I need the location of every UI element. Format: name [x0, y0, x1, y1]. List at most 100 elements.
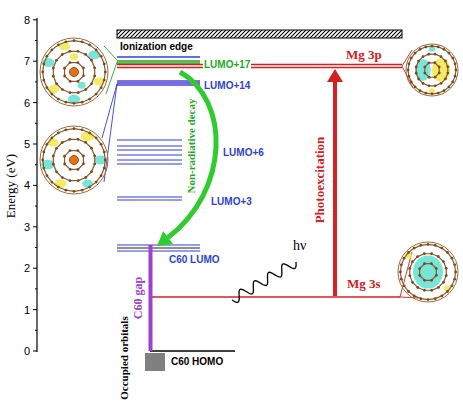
ionization-edge-bar [117, 30, 402, 38]
cage-atom [46, 174, 49, 177]
cage-atom [410, 81, 413, 84]
cage-atom [63, 163, 66, 166]
tick-label: 1 [23, 304, 31, 316]
cage-atom [41, 71, 44, 74]
energy-level [117, 64, 402, 66]
cage-atom [455, 69, 458, 72]
tick-label: 4 [23, 179, 31, 191]
cage-ring [53, 51, 94, 92]
cage-atom [431, 93, 434, 96]
energy-level [117, 199, 182, 200]
cage-atom [399, 271, 402, 274]
cage-atom [50, 48, 53, 51]
cage-ring [416, 54, 448, 86]
cage-atom [413, 295, 416, 298]
cage-ring [43, 41, 106, 104]
cage-atom [414, 86, 417, 89]
cage-atom [446, 65, 449, 68]
cage-outline [40, 38, 108, 106]
cage-atom [416, 286, 419, 289]
cage-atom [88, 132, 91, 135]
energy-level [117, 80, 200, 81]
cage-atom [52, 163, 55, 166]
cage-atom [42, 151, 45, 154]
level-label: LUMO+3 [210, 196, 253, 207]
cage-atom [430, 262, 433, 265]
cage-atom [50, 93, 53, 96]
cage-atom [81, 101, 84, 104]
energy-level [117, 56, 200, 57]
energy-level [150, 350, 235, 351]
tick-label: 0 [23, 345, 31, 357]
cage-atom [93, 154, 96, 157]
cage-atom [52, 155, 55, 158]
axis-tick [33, 309, 37, 310]
axis-title: Energy (eV) [4, 153, 18, 219]
cage-atom [88, 186, 91, 189]
cage-atom [61, 176, 64, 179]
axis-tick [35, 206, 37, 207]
gap-bar [149, 245, 153, 351]
cage-atom [407, 251, 410, 254]
cage-ring [400, 244, 455, 299]
cage-atom [430, 252, 433, 255]
energy-level [145, 360, 165, 361]
cage-ring [420, 264, 437, 281]
cage-atom [69, 149, 72, 152]
energy-levels [117, 57, 402, 370]
cage-atom [407, 69, 410, 72]
cage-atom [444, 60, 447, 63]
cage-atom [41, 159, 44, 162]
cage-atom [423, 262, 426, 265]
cage-atom [77, 50, 80, 53]
cage-atom [423, 72, 426, 75]
cage-atom [414, 52, 417, 55]
orbital-lobe [413, 256, 443, 289]
tick-label: 7 [23, 55, 31, 67]
cage-atom [413, 247, 416, 250]
leader-line [104, 84, 117, 182]
level-label: Occupied orbitals [118, 315, 130, 400]
cage-atom [69, 80, 72, 83]
axis-tick [35, 81, 37, 82]
mg-atom [70, 156, 79, 165]
axis-tick [35, 123, 37, 124]
cage-atom [445, 274, 448, 277]
cage-atom [451, 81, 454, 84]
axis-tick [35, 288, 37, 289]
cage-atom [90, 82, 93, 85]
orbital-lobe [54, 179, 66, 188]
decay-arrow [168, 72, 216, 238]
cage-atom [427, 53, 430, 56]
cage-atom [451, 57, 454, 60]
cage-atom [88, 44, 91, 47]
energy-level [117, 62, 200, 63]
cage-atom [50, 136, 53, 139]
axis-tick [33, 19, 37, 20]
cage-atom [453, 263, 456, 266]
axis-tick [33, 102, 37, 103]
cage-atom [100, 174, 103, 177]
cage-atom [55, 59, 58, 62]
cage-atom [424, 92, 427, 95]
energy-level [117, 159, 182, 160]
cage-atom [46, 55, 49, 58]
leader-line [104, 46, 117, 60]
cage-atom [419, 244, 422, 247]
cage-atom [430, 279, 433, 282]
cage-atom [438, 66, 441, 69]
level-label: LUMO+14 [203, 80, 251, 91]
cage-atom [81, 189, 84, 192]
cage-atom [437, 45, 440, 48]
cage-atom [100, 143, 103, 146]
cage-atom [69, 168, 72, 171]
cage-atom [408, 267, 411, 270]
cage-atom [440, 295, 443, 298]
orbital-lobe [70, 53, 78, 60]
cage-atom [103, 167, 106, 170]
energy-level [145, 366, 165, 367]
cage-atom [417, 78, 420, 81]
cage-ring [53, 139, 94, 180]
cage-ring [408, 46, 456, 94]
